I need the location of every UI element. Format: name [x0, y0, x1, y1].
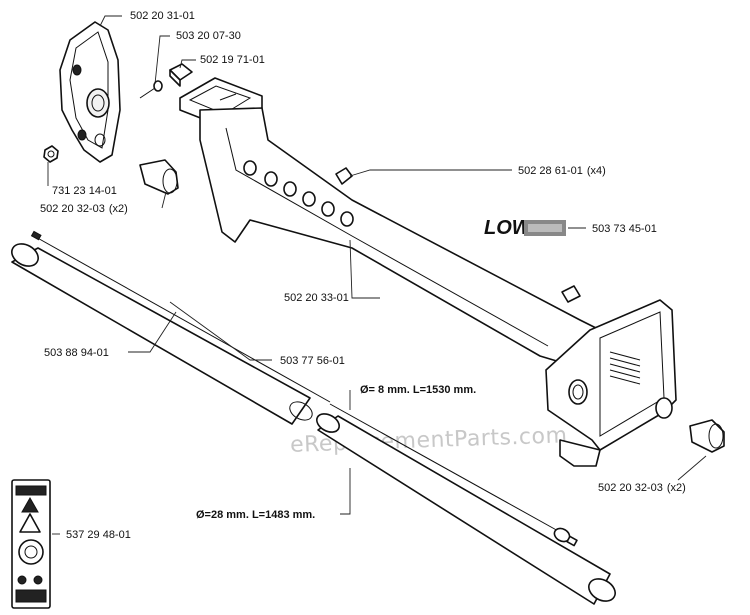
main-frame-part — [179, 77, 677, 467]
callout-warning-label: 537 29 48-01 — [66, 529, 131, 541]
callout-handle-bracket: 502 20 31-01 — [130, 10, 195, 22]
spec-drive-shaft: Ø= 8 mm. L=1530 mm. — [360, 384, 476, 396]
callout-screw: 503 20 07-30 — [176, 30, 241, 42]
callout-nut: 731 23 14-01 — [52, 185, 117, 197]
spec-tube: Ø=28 mm. L=1483 mm. — [196, 509, 315, 521]
callout-end-cap-right: 502 20 32-03(x2) — [598, 482, 686, 494]
callout-main-frame: 502 20 33-01 — [284, 292, 349, 304]
decal-part: LOW — [484, 217, 566, 239]
decal-logo-text: LOW — [484, 217, 533, 239]
nut-part — [43, 145, 59, 163]
callout-decal: 503 73 45-01 — [592, 223, 657, 235]
callout-end-cap-left: 502 20 32-03(x2) — [40, 203, 128, 215]
clip-part — [335, 167, 581, 303]
drive-shaft-long-part — [329, 403, 578, 547]
callout-clip: 502 28 61-01(x4) — [518, 165, 606, 177]
callout-drive-shaft-short: 503 77 56-01 — [280, 355, 345, 367]
callout-square-nut: 502 19 71-01 — [200, 54, 265, 66]
handle-bracket-part — [59, 21, 121, 163]
screw-part — [139, 80, 163, 99]
warning-label-part — [11, 479, 51, 609]
drive-shaft-short-part — [30, 230, 331, 403]
leader-lines — [47, 15, 707, 535]
outer-tube-part — [11, 243, 313, 425]
tube-part — [316, 413, 616, 605]
end-cap-left-part — [139, 159, 179, 195]
end-cap-right-part — [689, 419, 725, 453]
callout-outer-tube: 503 88 94-01 — [44, 347, 109, 359]
square-nut-part — [169, 63, 193, 87]
